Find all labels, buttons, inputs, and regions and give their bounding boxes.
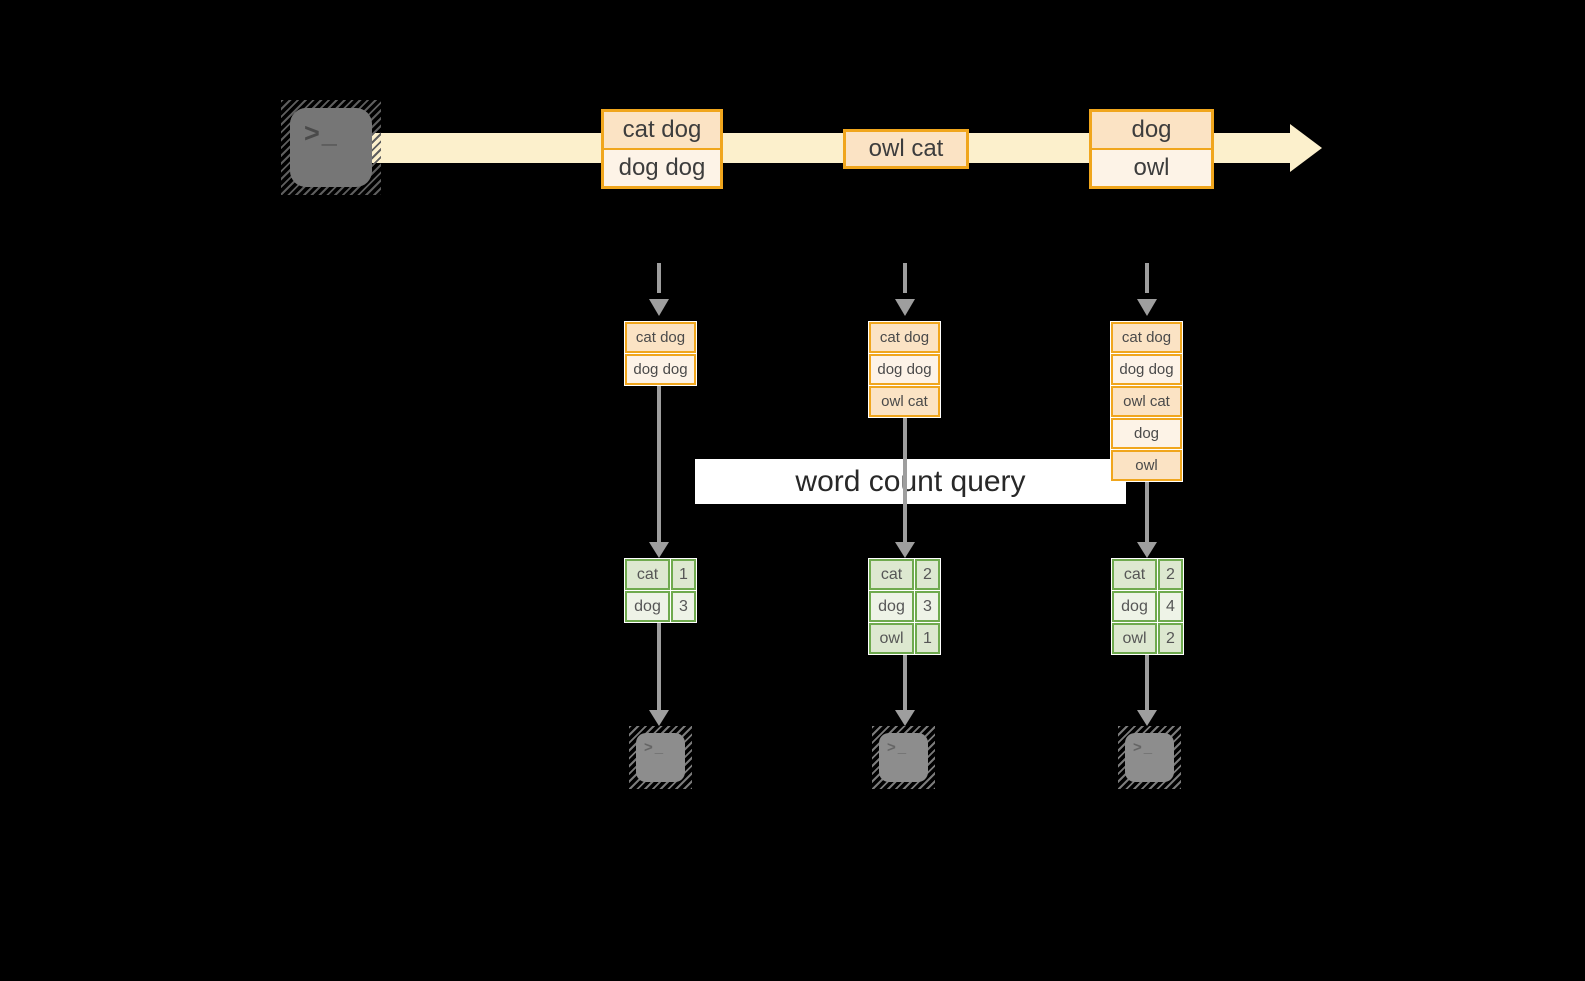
count-row: cat 2 [869, 559, 940, 590]
count-row: dog 3 [869, 591, 940, 622]
count-row: cat 2 [1112, 559, 1183, 590]
buffer-stack-3: cat dog dog dog owl cat dog owl [1110, 321, 1183, 482]
query-arrowhead-3 [1137, 542, 1157, 558]
word-cell: cat [869, 559, 914, 590]
count-row: owl 1 [869, 623, 940, 654]
word-cell: dog [1112, 591, 1157, 622]
buffer-row: dog dog [1111, 354, 1182, 385]
ingest-arrow-dash-1 [657, 263, 661, 293]
message-line: owl cat [846, 132, 966, 166]
buffer-row: dog [1111, 418, 1182, 449]
stream-message-1: cat dog dog dog [601, 109, 723, 189]
count-table-1: cat 1 dog 3 [624, 558, 697, 623]
word-cell: cat [1112, 559, 1157, 590]
terminal-screen: >_ [636, 733, 685, 782]
terminal-prompt-glyph: >_ [304, 118, 339, 148]
count-cell: 1 [915, 623, 940, 654]
message-line: dog [1092, 112, 1211, 148]
terminal-screen: >_ [1125, 733, 1174, 782]
word-cell: dog [625, 591, 670, 622]
word-cell: owl [869, 623, 914, 654]
count-cell: 1 [671, 559, 696, 590]
message-line: cat dog [604, 112, 720, 148]
ingest-arrowhead-2 [895, 299, 915, 316]
terminal-prompt-glyph: >_ [1133, 739, 1155, 756]
query-arrowhead-2 [895, 542, 915, 558]
output-arrow-line-3 [1145, 655, 1149, 710]
count-row: dog 3 [625, 591, 696, 622]
message-line: owl [1092, 150, 1211, 186]
count-cell: 2 [1158, 623, 1183, 654]
buffer-row: owl [1111, 450, 1182, 481]
count-cell: 2 [915, 559, 940, 590]
query-arrow-line-2 [903, 418, 907, 542]
word-cell: dog [869, 591, 914, 622]
terminal-prompt-glyph: >_ [644, 739, 666, 756]
count-cell: 4 [1158, 591, 1183, 622]
count-cell: 3 [915, 591, 940, 622]
stream-message-3: dog owl [1089, 109, 1214, 189]
stream-arrowhead [1290, 124, 1322, 172]
sink-terminal-icon-1: >_ [629, 726, 692, 789]
terminal-prompt-glyph: >_ [887, 739, 909, 756]
buffer-row: owl cat [869, 386, 940, 417]
buffer-stack-2: cat dog dog dog owl cat [868, 321, 941, 418]
output-arrowhead-3 [1137, 710, 1157, 726]
word-count-query-label: word count query [695, 459, 1126, 504]
output-arrow-line-1 [657, 623, 661, 710]
ingest-arrowhead-3 [1137, 299, 1157, 316]
message-line: dog dog [604, 150, 720, 186]
buffer-row: dog dog [869, 354, 940, 385]
sink-terminal-icon-2: >_ [872, 726, 935, 789]
buffer-stack-1: cat dog dog dog [624, 321, 697, 386]
buffer-row: cat dog [1111, 322, 1182, 353]
query-arrow-line-3 [1145, 482, 1149, 542]
stream-message-2: owl cat [843, 129, 969, 169]
query-arrowhead-1 [649, 542, 669, 558]
sink-terminal-icon-3: >_ [1118, 726, 1181, 789]
terminal-screen: >_ [879, 733, 928, 782]
terminal-screen: >_ [290, 108, 372, 187]
word-cell: cat [625, 559, 670, 590]
output-arrowhead-1 [649, 710, 669, 726]
buffer-row: dog dog [625, 354, 696, 385]
count-row: cat 1 [625, 559, 696, 590]
buffer-row: owl cat [1111, 386, 1182, 417]
buffer-row: cat dog [869, 322, 940, 353]
ingest-arrowhead-1 [649, 299, 669, 316]
source-terminal-icon: >_ [281, 100, 381, 195]
ingest-arrow-dash-3 [1145, 263, 1149, 293]
output-arrowhead-2 [895, 710, 915, 726]
output-arrow-line-2 [903, 655, 907, 710]
query-arrow-line-1 [657, 386, 661, 542]
count-row: owl 2 [1112, 623, 1183, 654]
count-cell: 2 [1158, 559, 1183, 590]
count-table-2: cat 2 dog 3 owl 1 [868, 558, 941, 655]
count-cell: 3 [671, 591, 696, 622]
ingest-arrow-dash-2 [903, 263, 907, 293]
count-row: dog 4 [1112, 591, 1183, 622]
count-table-3: cat 2 dog 4 owl 2 [1111, 558, 1184, 655]
word-cell: owl [1112, 623, 1157, 654]
buffer-row: cat dog [625, 322, 696, 353]
